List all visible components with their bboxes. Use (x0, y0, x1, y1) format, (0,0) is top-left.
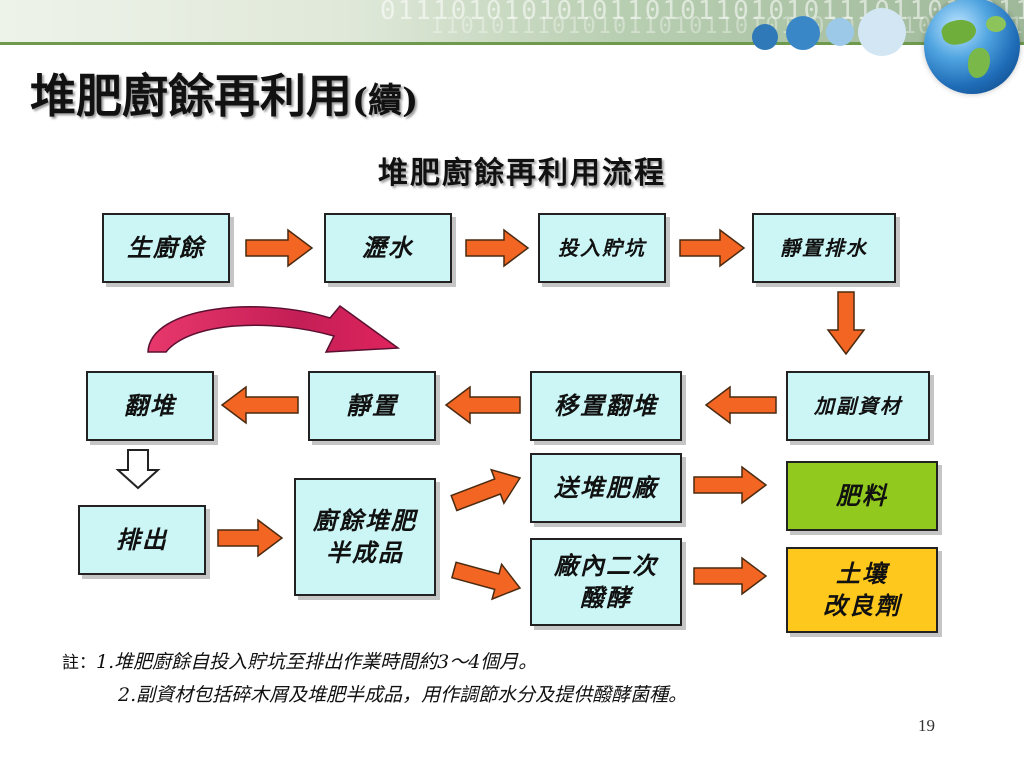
note-1: 註：1.堆肥廚餘自投入貯坑至排出作業時間約3～4個月。 (62, 647, 537, 674)
decor-dot (752, 24, 778, 50)
note-1-text: 1.堆肥廚餘自投入貯坑至排出作業時間約3～4個月。 (96, 651, 538, 673)
header-rule (0, 42, 1024, 45)
box-add-auxiliary: 加副資材 (786, 371, 930, 441)
box-drain-water: 瀝水 (324, 213, 452, 283)
arrow-auxiliary-to-move (704, 385, 777, 425)
arrow-ferment-to-soil (693, 556, 768, 596)
page-number: 19 (918, 716, 935, 735)
arrow-waste-to-drain (245, 228, 314, 268)
box-turn-pile: 翻堆 (86, 371, 214, 441)
box-semi-product: 廚餘堆肥 半成品 (294, 478, 436, 596)
page-title-main: 堆肥廚餘再利用 (30, 69, 352, 123)
arrow-rest-to-auxiliary (826, 291, 866, 356)
decor-dot (858, 8, 906, 56)
box-rest: 靜置 (308, 371, 436, 441)
binary-pattern: 0111010101010110101101010111011010011101 (380, 0, 1024, 26)
arrow-semi-to-send (450, 468, 522, 512)
arrow-semi-to-ferment (450, 561, 522, 601)
page-title: 堆肥廚餘再利用(續) (30, 60, 418, 126)
note-2: 2.副資材包括碎木屑及堆肥半成品，用作調節水分及提供醱酵菌種。 (118, 684, 688, 706)
box-put-into-pit: 投入貯坑 (538, 213, 666, 283)
box-rest-drain: 靜置排水 (752, 213, 896, 283)
box-discharge: 排出 (78, 505, 206, 575)
box-soil-conditioner: 土壤 改良劑 (786, 547, 938, 633)
globe-icon (924, 0, 1020, 94)
box-move-turn: 移置翻堆 (530, 371, 682, 441)
arrow-move-to-rest (444, 385, 521, 425)
header-band: 0111010101010110101101010111011010011101… (0, 0, 1024, 44)
decor-dot (826, 18, 854, 46)
decor-dot (786, 16, 820, 50)
note-prefix: 註： (62, 653, 96, 673)
flow-title: 堆肥廚餘再利用流程 (378, 156, 666, 191)
loop-back-arrow (147, 304, 401, 353)
box-fertilizer: 肥料 (786, 461, 938, 531)
arrow-rest-to-turn (220, 385, 299, 425)
arrow-pit-to-rest (679, 228, 746, 268)
box-send-to-plant: 送堆肥廠 (530, 453, 682, 523)
box-kitchen-waste: 生廚餘 (102, 213, 230, 283)
box-in-plant-ferment: 廠內二次 醱酵 (530, 538, 682, 626)
arrow-send-to-fertilizer (693, 465, 768, 505)
arrow-discharge-to-semi (217, 518, 284, 558)
arrow-drain-to-pit (465, 228, 530, 268)
down-outline-arrow (115, 449, 161, 490)
page-title-continued: (續) (352, 81, 419, 121)
